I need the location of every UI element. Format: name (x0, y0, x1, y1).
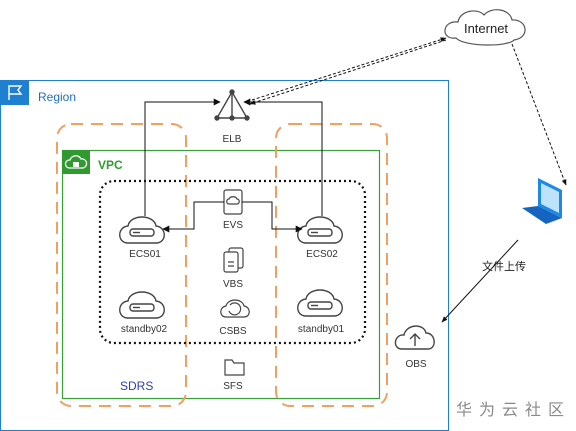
evs-icon (223, 189, 243, 215)
ecs-to-elb-links (144, 98, 323, 216)
elb-label: ELB (222, 134, 242, 145)
vpc-label: VPC (98, 158, 123, 172)
elb-icon (214, 89, 250, 121)
sdrs-label: SDRS (120, 379, 154, 393)
sdrs-group-left (56, 123, 187, 407)
obs-label: OBS (405, 359, 427, 370)
watermark: 华为云社区 (456, 402, 572, 419)
sfs-label: SFS (223, 381, 243, 392)
upload-link (441, 239, 519, 323)
csbs-icon (220, 299, 250, 318)
vbs-label: VBS (222, 279, 243, 290)
evs-label: EVS (222, 220, 243, 231)
region-flag-icon (1, 81, 29, 105)
dotted-cluster-box (98, 179, 367, 345)
vpc-cloud-lock-icon (62, 150, 90, 174)
internet-cloud-icon (444, 9, 526, 46)
obs-icon (394, 325, 435, 350)
ecs02-label: ECS02 (306, 249, 338, 260)
standby02-icon (119, 291, 165, 319)
standby01-label: standby01 (297, 324, 345, 335)
laptop-icon (522, 178, 562, 224)
csbs-label: CSBS (219, 326, 247, 337)
sfs-folder-icon (224, 359, 245, 376)
vbs-icon (223, 247, 244, 273)
ecs01-icon (119, 216, 165, 244)
upload-label: 文件上传 (482, 261, 526, 273)
ecs01-label: ECS01 (129, 249, 161, 260)
internet-links (249, 37, 567, 186)
internet-label: Internet (463, 21, 509, 36)
region-label: Region (38, 90, 77, 104)
vpc-frame (61, 149, 381, 400)
standby01-icon (297, 289, 343, 317)
evs-to-ecs-links (162, 201, 303, 233)
standby02-label: standby02 (120, 324, 168, 335)
sdrs-group-right (275, 123, 388, 407)
ecs02-icon (297, 216, 343, 244)
